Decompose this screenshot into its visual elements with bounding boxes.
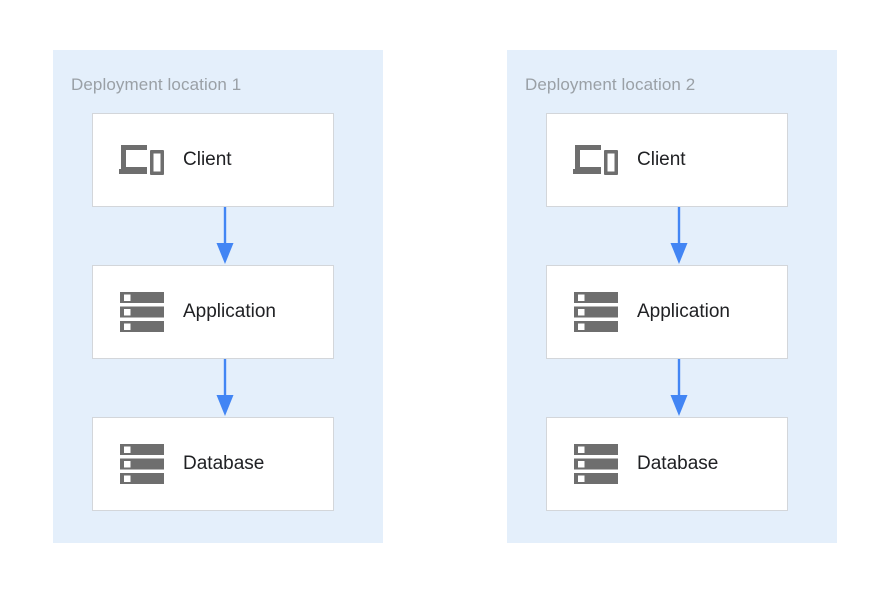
node-label: Database (183, 453, 265, 474)
node-label: Application (637, 301, 730, 322)
node-client[interactable]: Client (92, 113, 334, 207)
devices-icon (561, 142, 631, 178)
arrow-client-to-application (667, 207, 691, 265)
arrow-client-to-application (213, 207, 237, 265)
node-application[interactable]: Application (546, 265, 788, 359)
deployment-location-panel: Deployment location 1 Client (53, 50, 383, 543)
server-icon (561, 291, 631, 333)
node-label: Client (183, 149, 232, 170)
server-icon (561, 443, 631, 485)
devices-icon (107, 142, 177, 178)
panel-title: Deployment location 2 (525, 75, 696, 94)
deployment-location-panel: Deployment location 2 Client (507, 50, 837, 543)
node-label: Client (637, 149, 686, 170)
node-application[interactable]: Application (92, 265, 334, 359)
panel-title: Deployment location 1 (71, 75, 242, 94)
node-label: Database (637, 453, 719, 474)
node-database[interactable]: Database (92, 417, 334, 511)
node-database[interactable]: Database (546, 417, 788, 511)
server-icon (107, 291, 177, 333)
server-icon (107, 443, 177, 485)
arrow-application-to-database (213, 359, 237, 417)
node-client[interactable]: Client (546, 113, 788, 207)
node-label: Application (183, 301, 276, 322)
arrow-application-to-database (667, 359, 691, 417)
